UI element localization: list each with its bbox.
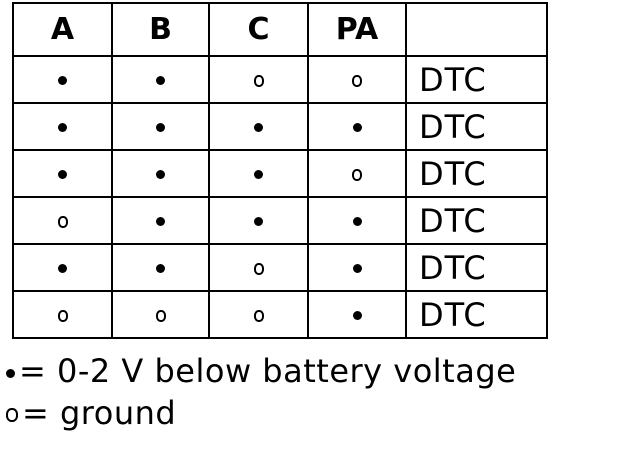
open-circle-icon xyxy=(253,309,264,322)
header-b: B xyxy=(111,2,210,57)
cell-c xyxy=(208,149,309,198)
table-row: DTC xyxy=(12,290,548,339)
filled-dot-icon xyxy=(254,217,263,226)
open-circle-icon xyxy=(155,309,166,322)
filled-dot-icon xyxy=(156,217,165,226)
filled-dot-icon xyxy=(58,76,67,85)
legend-ring-line: = ground xyxy=(6,394,176,432)
filled-dot-icon xyxy=(352,311,362,320)
filled-dot-icon xyxy=(156,123,165,132)
cell-pa xyxy=(307,149,407,198)
open-circle-icon xyxy=(352,74,362,87)
cell-b xyxy=(111,102,210,151)
filled-dot-icon xyxy=(58,123,67,132)
dtc-label: DTC xyxy=(405,102,548,151)
open-circle-icon xyxy=(253,262,264,275)
cell-pa xyxy=(307,196,407,245)
filled-dot-icon xyxy=(352,123,362,132)
cell-c xyxy=(208,290,309,339)
table-row: DTC xyxy=(12,149,548,198)
table-row: DTC xyxy=(12,196,548,245)
cell-pa xyxy=(307,243,407,292)
cell-c xyxy=(208,102,309,151)
cell-a xyxy=(12,290,113,339)
filled-dot-icon xyxy=(6,368,15,378)
filled-dot-icon xyxy=(254,123,263,132)
dtc-label: DTC xyxy=(405,149,548,198)
cell-c xyxy=(208,196,309,245)
filled-dot-icon xyxy=(156,264,165,273)
cell-a xyxy=(12,149,113,198)
open-circle-icon xyxy=(57,309,68,322)
legend-dot-line: = 0-2 V below battery voltage xyxy=(6,352,516,390)
filled-dot-icon xyxy=(58,264,67,273)
legend-dot-text: = 0-2 V below battery voltage xyxy=(19,352,517,390)
cell-b xyxy=(111,290,210,339)
dtc-label: DTC xyxy=(405,290,548,339)
filled-dot-icon xyxy=(352,264,362,273)
table-row: DTC xyxy=(12,243,548,292)
cell-a xyxy=(12,243,113,292)
cell-pa xyxy=(307,55,407,104)
filled-dot-icon xyxy=(156,170,165,179)
filled-dot-icon xyxy=(156,76,165,85)
dtc-label: DTC xyxy=(405,243,548,292)
cell-a xyxy=(12,102,113,151)
cell-pa xyxy=(307,290,407,339)
open-circle-icon xyxy=(6,408,18,422)
header-blank xyxy=(405,2,548,57)
header-c: C xyxy=(208,2,309,57)
cell-pa xyxy=(307,102,407,151)
dtc-label: DTC xyxy=(405,196,548,245)
dtc-label: DTC xyxy=(405,55,548,104)
table-row: DTC xyxy=(12,55,548,104)
open-circle-icon xyxy=(352,168,362,181)
header-pa: PA xyxy=(307,2,407,57)
cell-a xyxy=(12,196,113,245)
filled-dot-icon xyxy=(352,217,362,226)
cell-c xyxy=(208,55,309,104)
filled-dot-icon xyxy=(254,170,263,179)
cell-b xyxy=(111,196,210,245)
open-circle-icon xyxy=(253,74,264,87)
legend-ring-text: = ground xyxy=(22,394,177,432)
cell-b xyxy=(111,149,210,198)
cell-c xyxy=(208,243,309,292)
header-a: A xyxy=(12,2,113,57)
header-row: A B C PA xyxy=(12,2,548,57)
cell-b xyxy=(111,55,210,104)
table-row: DTC xyxy=(12,102,548,151)
cell-b xyxy=(111,243,210,292)
cell-a xyxy=(12,55,113,104)
open-circle-icon xyxy=(57,215,68,228)
filled-dot-icon xyxy=(58,170,67,179)
